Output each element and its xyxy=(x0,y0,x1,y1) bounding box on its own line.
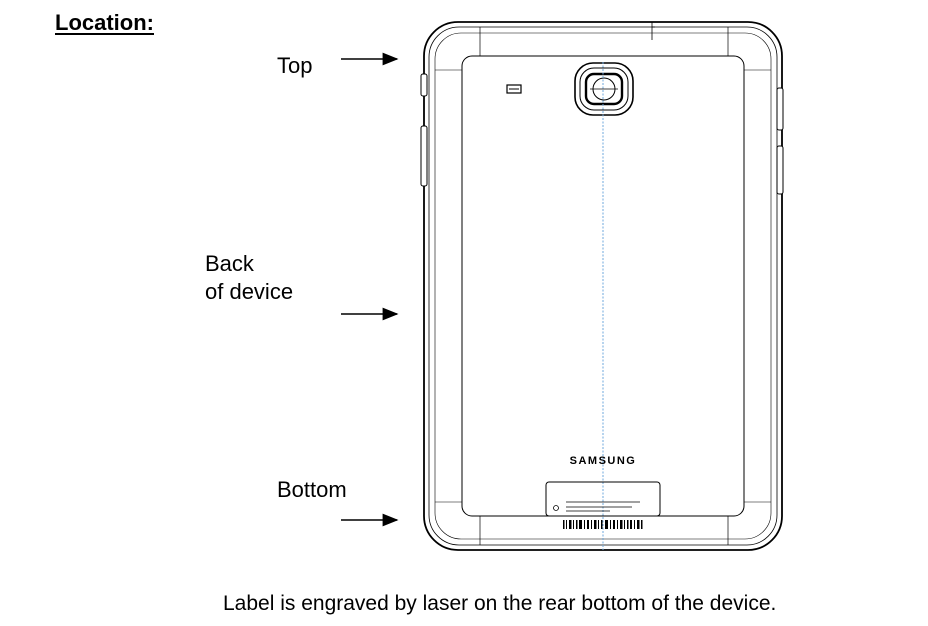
barcode xyxy=(563,520,643,529)
brand-logo: SAMSUNG xyxy=(570,455,637,467)
camera-icon xyxy=(574,62,634,116)
flash-icon xyxy=(506,84,522,94)
engraved-label-area xyxy=(545,481,661,517)
back-of-device-label: Back of device xyxy=(205,250,293,306)
caption: Label is engraved by laser on the rear b… xyxy=(223,592,777,615)
back-label-line1: Back xyxy=(205,251,254,276)
location-heading: Location: xyxy=(55,10,154,35)
back-label-line2: of device xyxy=(205,279,294,304)
bottom-label: Bottom xyxy=(277,477,347,502)
top-label: Top xyxy=(277,53,313,78)
side-buttons xyxy=(420,73,784,195)
